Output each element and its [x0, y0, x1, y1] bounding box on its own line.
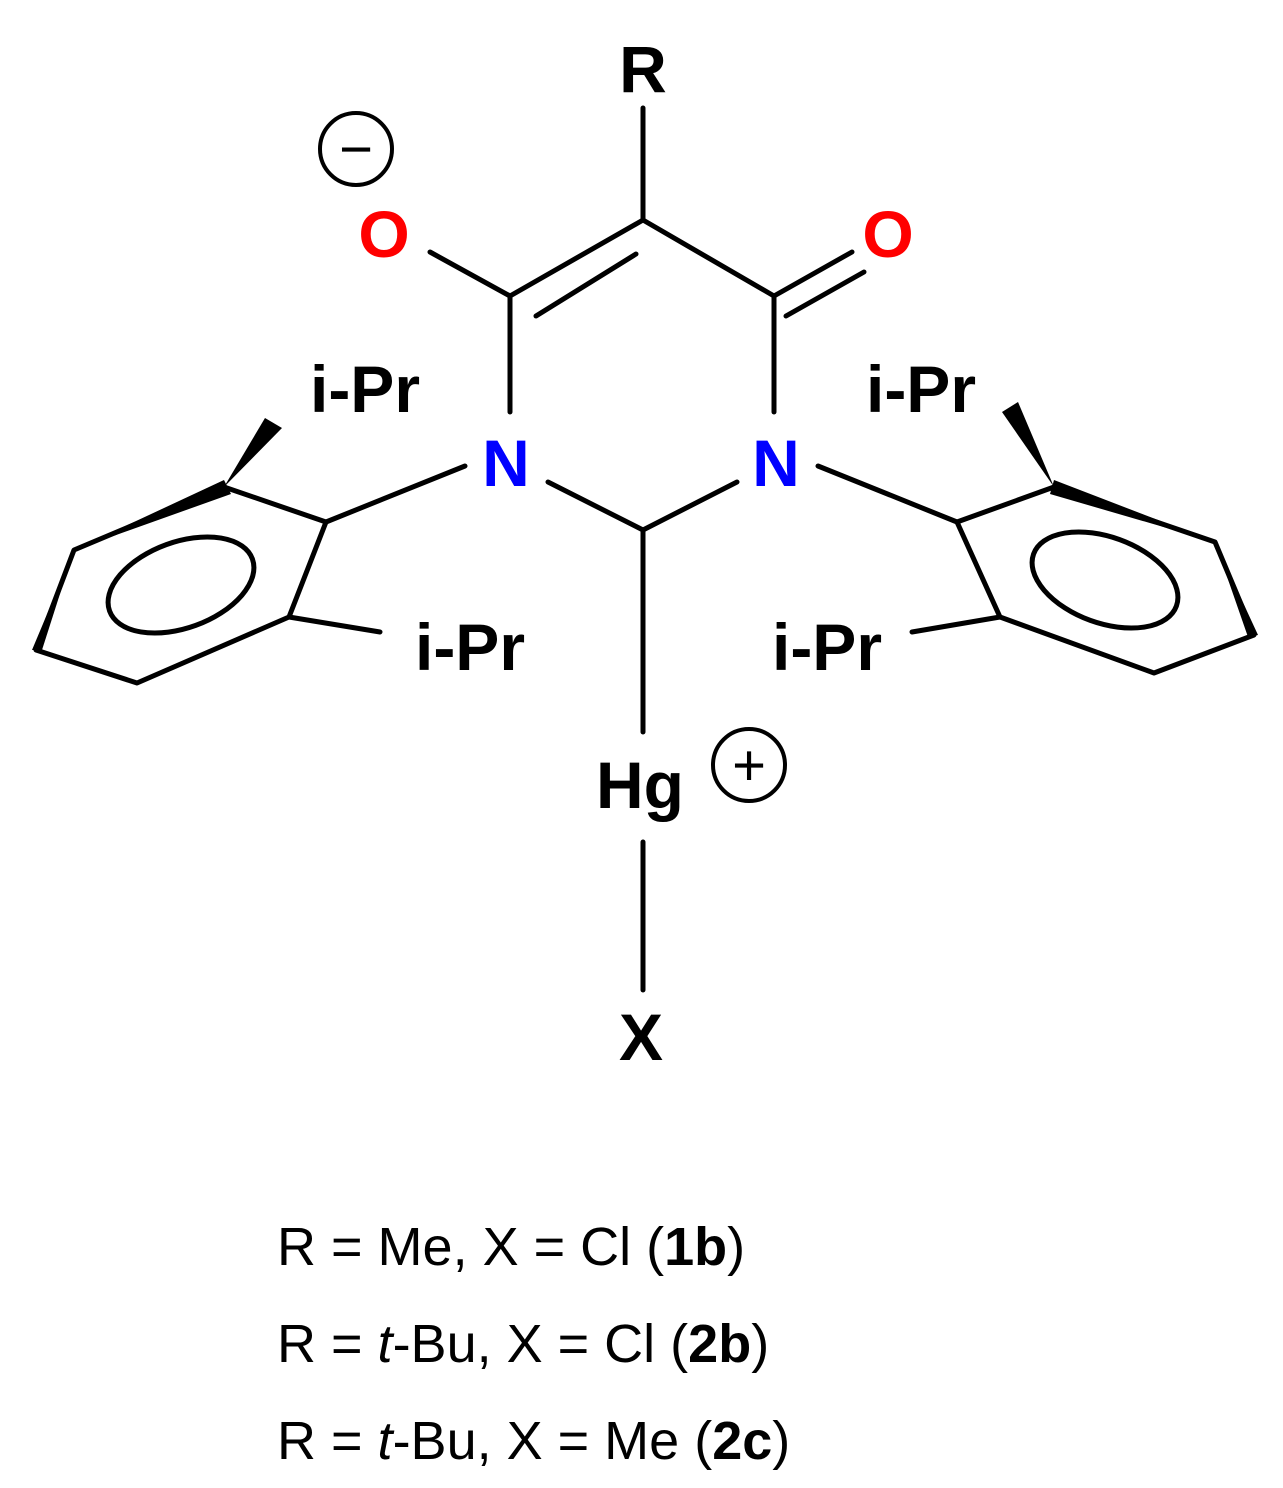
wedge-left-ring-top: [74, 480, 231, 550]
substituent-ipr-left-bottom: i-Pr: [415, 610, 525, 684]
bond-n3-c2: [640, 479, 740, 533]
wedge-right-ipr-top: [1002, 402, 1054, 487]
plus-sign: +: [732, 733, 766, 798]
minus-sign: −: [339, 117, 373, 182]
ring-left-aromatic-circle: [105, 534, 257, 636]
compound-id-1b: 1b: [664, 1217, 727, 1277]
bonds: [32, 105, 1258, 993]
wedge-left-ring-side: [32, 550, 74, 650]
legend-line-1: R = Me, X = Cl (1b): [277, 1217, 745, 1277]
atom-x: X: [619, 1000, 663, 1074]
bond-c5-c6: [640, 217, 777, 299]
compound-id-2b: 2b: [688, 1314, 751, 1374]
ring-right: [954, 484, 1257, 676]
wedge-left-ipr-top: [224, 418, 282, 487]
bond-n1-aryl-left: [323, 463, 468, 525]
atom-n-left: N: [482, 426, 530, 500]
bond-n1-c2: [545, 479, 646, 533]
bond-aryl-left-ipr-bottom: [286, 614, 383, 635]
substituent-ipr-left-top: i-Pr: [310, 352, 420, 426]
substituent-ipr-right-bottom: i-Pr: [772, 610, 882, 684]
bond-c6-o-right: [771, 249, 855, 299]
wedge-right-ring-side: [1215, 542, 1258, 637]
wedge-right-ring-top: [1050, 480, 1215, 542]
bond-c4-o-left: [427, 249, 513, 299]
substituent-ipr-right-top: i-Pr: [866, 352, 976, 426]
positive-charge-icon: +: [711, 727, 787, 803]
negative-charge-icon: −: [318, 111, 394, 187]
ring-left: [33, 484, 329, 686]
bond-aryl-right-ipr-bottom: [909, 614, 1003, 635]
atom-o-left: O: [358, 197, 409, 271]
legend-line-2: R = t-Bu, X = Cl (2b): [277, 1314, 769, 1374]
legend-line-3: R = t-Bu, X = Me (2c): [277, 1411, 790, 1471]
atom-r: R: [619, 32, 667, 106]
atom-hg: Hg: [596, 748, 684, 822]
atom-labels: R O O N N Hg X i-Pr i-Pr i-Pr i-Pr: [310, 32, 976, 1074]
compound-legend: R = Me, X = Cl (1b) R = t-Bu, X = Cl (2b…: [277, 1217, 790, 1471]
charges: − +: [318, 111, 787, 803]
bond-c5-c4: [507, 217, 646, 299]
compound-id-2c: 2c: [712, 1411, 772, 1471]
atom-o-right: O: [862, 197, 913, 271]
atom-n-right: N: [752, 426, 800, 500]
bond-c6-o-right-double: [783, 269, 867, 319]
bond-n3-aryl-right: [815, 463, 960, 525]
bond-c5-c4-inner: [533, 251, 639, 319]
ring-right-aromatic-circle: [1029, 529, 1181, 631]
